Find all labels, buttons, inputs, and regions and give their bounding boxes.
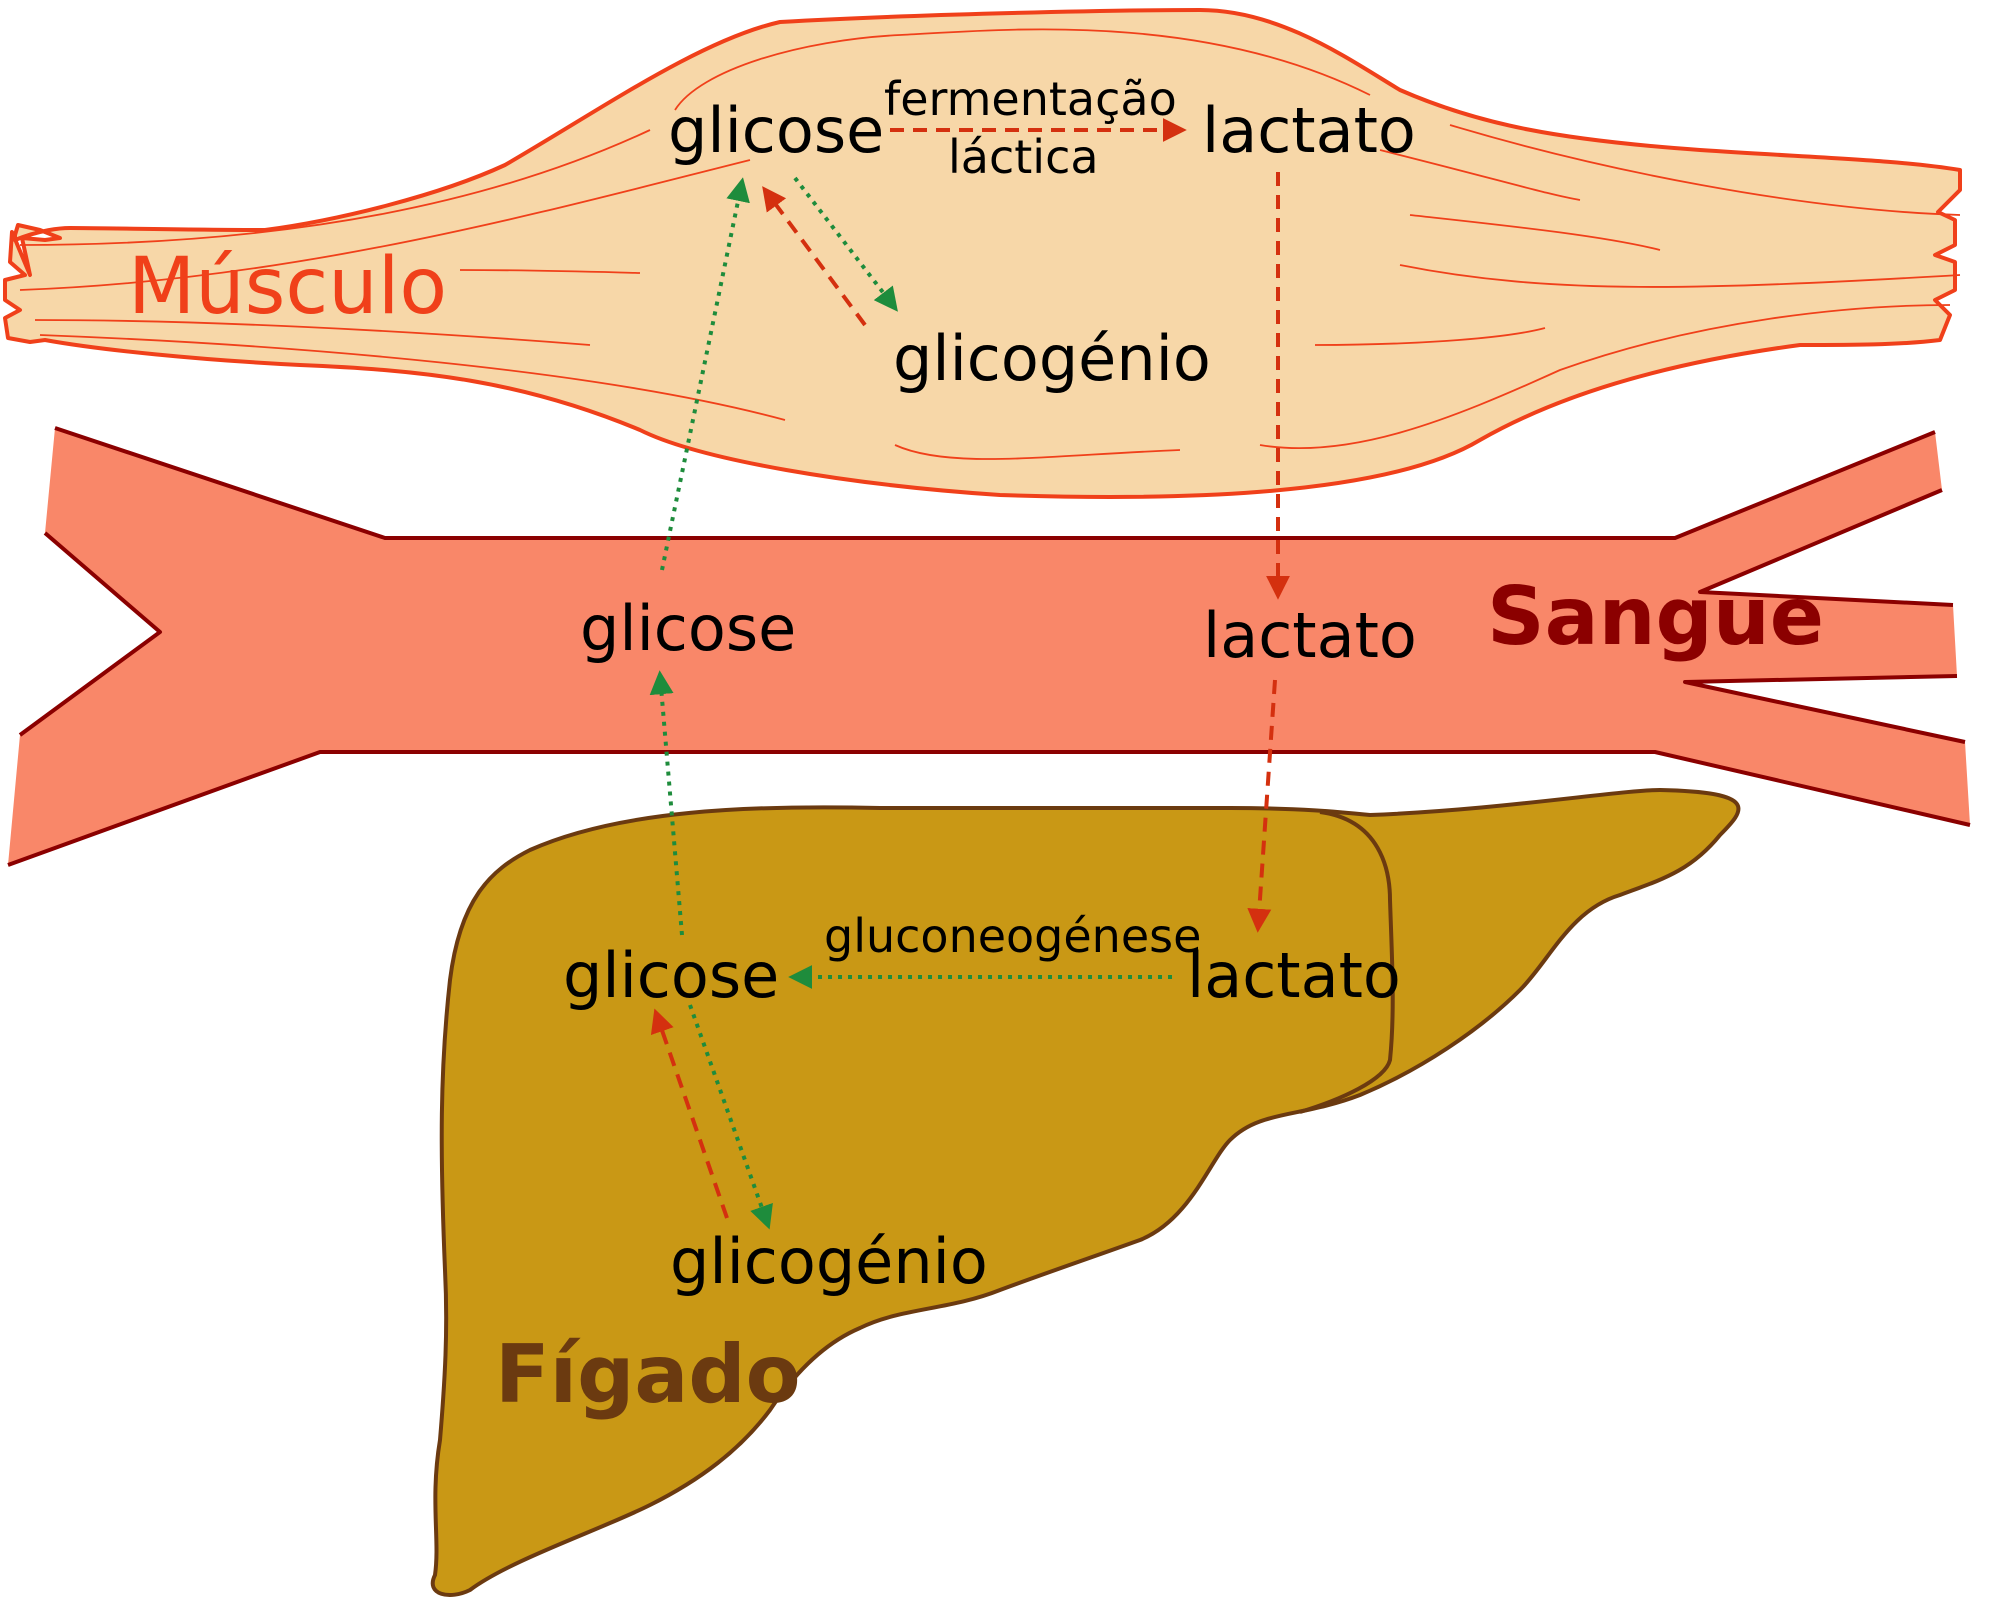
blood-vessel-shape: [7, 426, 1971, 867]
fermentation-label-line2: láctica: [948, 130, 1099, 184]
arrow-glycogen-to-glucose-muscle: [762, 186, 867, 327]
arrow-glucose-to-glycogen-muscle: [793, 176, 898, 312]
arrow-glucose-blood-to-muscle: [660, 177, 750, 571]
muscle-lactate-label: lactato: [1202, 94, 1416, 167]
muscle-glycogen-label: glicogénio: [893, 322, 1211, 395]
muscle-glucose-label: glicose: [668, 94, 884, 167]
arrow-glycogen-to-glucose-liver: [650, 1008, 729, 1219]
fermentation-label-line1: fermentação: [884, 72, 1177, 126]
liver-shape: [430, 788, 1741, 1597]
liver-label: Fígado: [495, 1328, 801, 1421]
liver-lactate-label: lactato: [1187, 939, 1401, 1012]
blood-label: Sangue: [1487, 570, 1824, 663]
gluconeogenesis-label: gluconeogénese: [824, 909, 1201, 963]
muscle-shape: [3, 8, 1962, 499]
blood-lactate-label: lactato: [1203, 599, 1417, 672]
liver-glycogen-label: glicogénio: [670, 1225, 988, 1298]
arrow-glucose-liver-to-blood: [649, 670, 684, 936]
fibre: [34, 319, 591, 346]
arrow-lactate-blood-to-liver: [1247, 679, 1277, 933]
liver-glucose-label: glicose: [563, 939, 779, 1012]
muscle-label: Músculo: [128, 242, 447, 332]
blood-glucose-label: glicose: [580, 592, 796, 665]
